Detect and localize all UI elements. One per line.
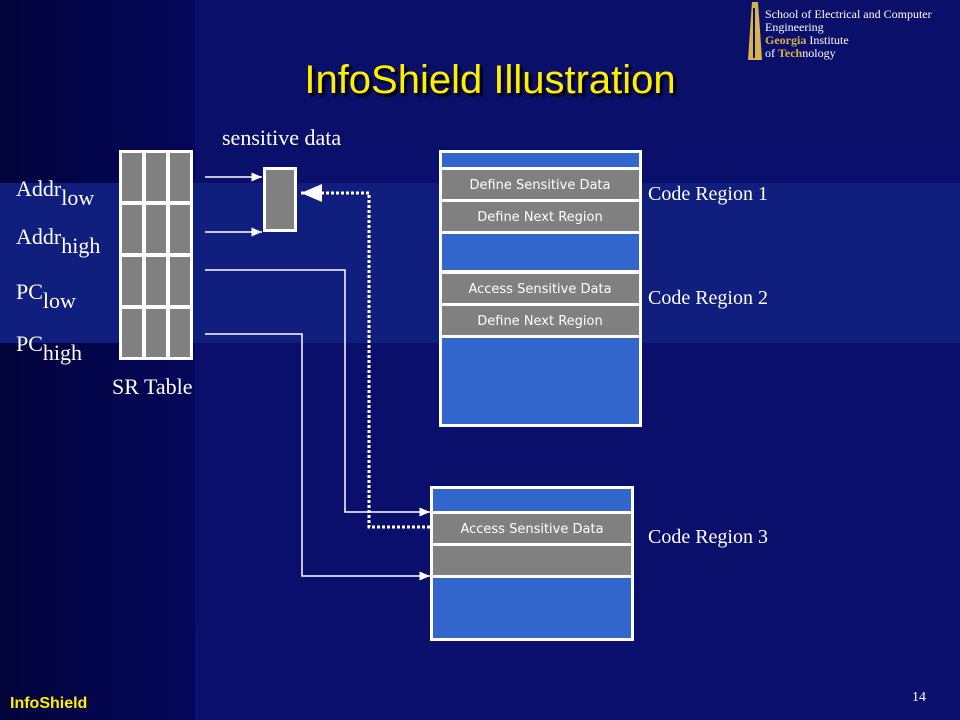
addr-low-label: Addrlow <box>16 176 94 210</box>
code-region-2-label: Code Region 2 <box>648 287 768 309</box>
pc-low-arrow <box>205 269 430 517</box>
low-subscript: low <box>61 185 95 210</box>
logo-line-3: Georgia Institute <box>765 34 932 47</box>
logo-line-2: Engineering <box>765 20 824 34</box>
code-region-3-label: Code Region 3 <box>648 526 768 548</box>
logo-tech: Tech <box>778 46 803 60</box>
sensitive-data-label: sensitive data <box>222 125 342 150</box>
block-define-next-1: Define Next Region <box>477 210 603 225</box>
addr-high-label: Addrhigh <box>16 224 100 258</box>
page-number: 14 <box>912 690 926 705</box>
logo-line-4: of Technology <box>765 47 932 60</box>
sr-table-label: SR Table <box>112 374 193 399</box>
code-region-3 <box>430 486 634 641</box>
block-access-sensitive-3: Access Sensitive Data <box>460 522 603 537</box>
logo-georgia: Georgia <box>765 33 807 47</box>
pc-high-arrow <box>205 333 430 581</box>
addr-text: Addr <box>16 176 62 201</box>
block-define-next-2: Define Next Region <box>477 314 603 329</box>
block-define-sensitive: Define Sensitive Data <box>469 178 610 193</box>
addr-text: Addr <box>16 224 62 249</box>
logo-nology: nology <box>802 46 836 60</box>
high-subscript: high <box>61 233 101 258</box>
low-subscript: low <box>42 288 76 313</box>
access-dotted-arrow <box>301 184 430 529</box>
code-regions-1-2 <box>439 150 642 427</box>
slide-title: InfoShield Illustration <box>304 58 676 102</box>
high-subscript: high <box>42 340 83 365</box>
code-region-1-label: Code Region 1 <box>648 183 768 205</box>
logo-text: School of Electrical and Computer Engine… <box>765 8 932 60</box>
sr-table <box>119 150 193 360</box>
logo-line-1: School of Electrical and Computer <box>765 7 932 21</box>
block-access-sensitive-1: Access Sensitive Data <box>468 282 611 297</box>
pc-high-label: PChigh <box>16 331 82 365</box>
sensitive-data-box <box>263 167 297 232</box>
logo-institute: Institute <box>806 33 849 47</box>
pc-text: PC <box>16 331 43 356</box>
footer-label: InfoShield <box>10 695 88 712</box>
pc-low-label: PClow <box>16 279 76 313</box>
logo-of: of <box>765 46 778 60</box>
pc-text: PC <box>16 279 43 304</box>
